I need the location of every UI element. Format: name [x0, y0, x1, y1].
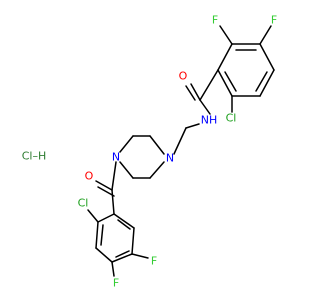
- bond: [149, 161, 165, 179]
- bond-inner: [255, 71, 268, 92]
- bond: [131, 227, 135, 255]
- bond: [217, 69, 233, 97]
- bond: [119, 161, 134, 179]
- hydrochloride-label: Cl–H: [22, 150, 47, 163]
- bonds: [87, 25, 275, 277]
- bond: [259, 69, 275, 97]
- bond: [111, 161, 117, 191]
- nitrogen-atom: N: [166, 152, 174, 165]
- bond: [111, 253, 133, 263]
- bond: [259, 25, 272, 45]
- bond: [119, 135, 134, 153]
- bond: [259, 43, 275, 71]
- bond-double: [97, 186, 115, 197]
- bond: [185, 123, 200, 129]
- fluorine-atom: F: [212, 14, 218, 27]
- oxygen-atom: O: [179, 70, 188, 83]
- bond: [95, 180, 113, 191]
- bond: [149, 135, 165, 155]
- nitrogen-atom: N: [112, 151, 120, 164]
- bond: [217, 43, 233, 71]
- bond: [113, 213, 135, 229]
- bond: [173, 127, 187, 155]
- bond: [111, 189, 115, 215]
- bond: [190, 83, 201, 101]
- bond: [219, 25, 233, 45]
- bond: [111, 261, 115, 277]
- bond: [199, 69, 219, 101]
- atom-labels: F F Cl O NH N N O Cl F F Cl–H: [22, 14, 277, 290]
- bond: [95, 247, 113, 263]
- molecule-structure: F F Cl O NH N N O Cl F F Cl–H: [21, 13, 278, 290]
- bond: [87, 209, 99, 223]
- bond-inner: [224, 71, 237, 92]
- amide-nh: NH: [201, 114, 218, 127]
- oxygen-atom: O: [85, 170, 94, 183]
- bond: [95, 221, 99, 249]
- chlorine-atom: Cl: [226, 112, 237, 125]
- chlorine-atom: Cl: [78, 197, 89, 210]
- bond: [131, 253, 149, 259]
- fluorine-atom: F: [151, 255, 157, 268]
- fluorine-atom: F: [271, 14, 277, 27]
- bond-inner: [100, 224, 104, 246]
- bond-inner: [117, 219, 131, 230]
- bond-inner: [115, 250, 130, 258]
- bond: [199, 99, 211, 115]
- fluorine-atom: F: [113, 277, 119, 290]
- bond-double: [185, 85, 196, 101]
- bond: [97, 213, 115, 223]
